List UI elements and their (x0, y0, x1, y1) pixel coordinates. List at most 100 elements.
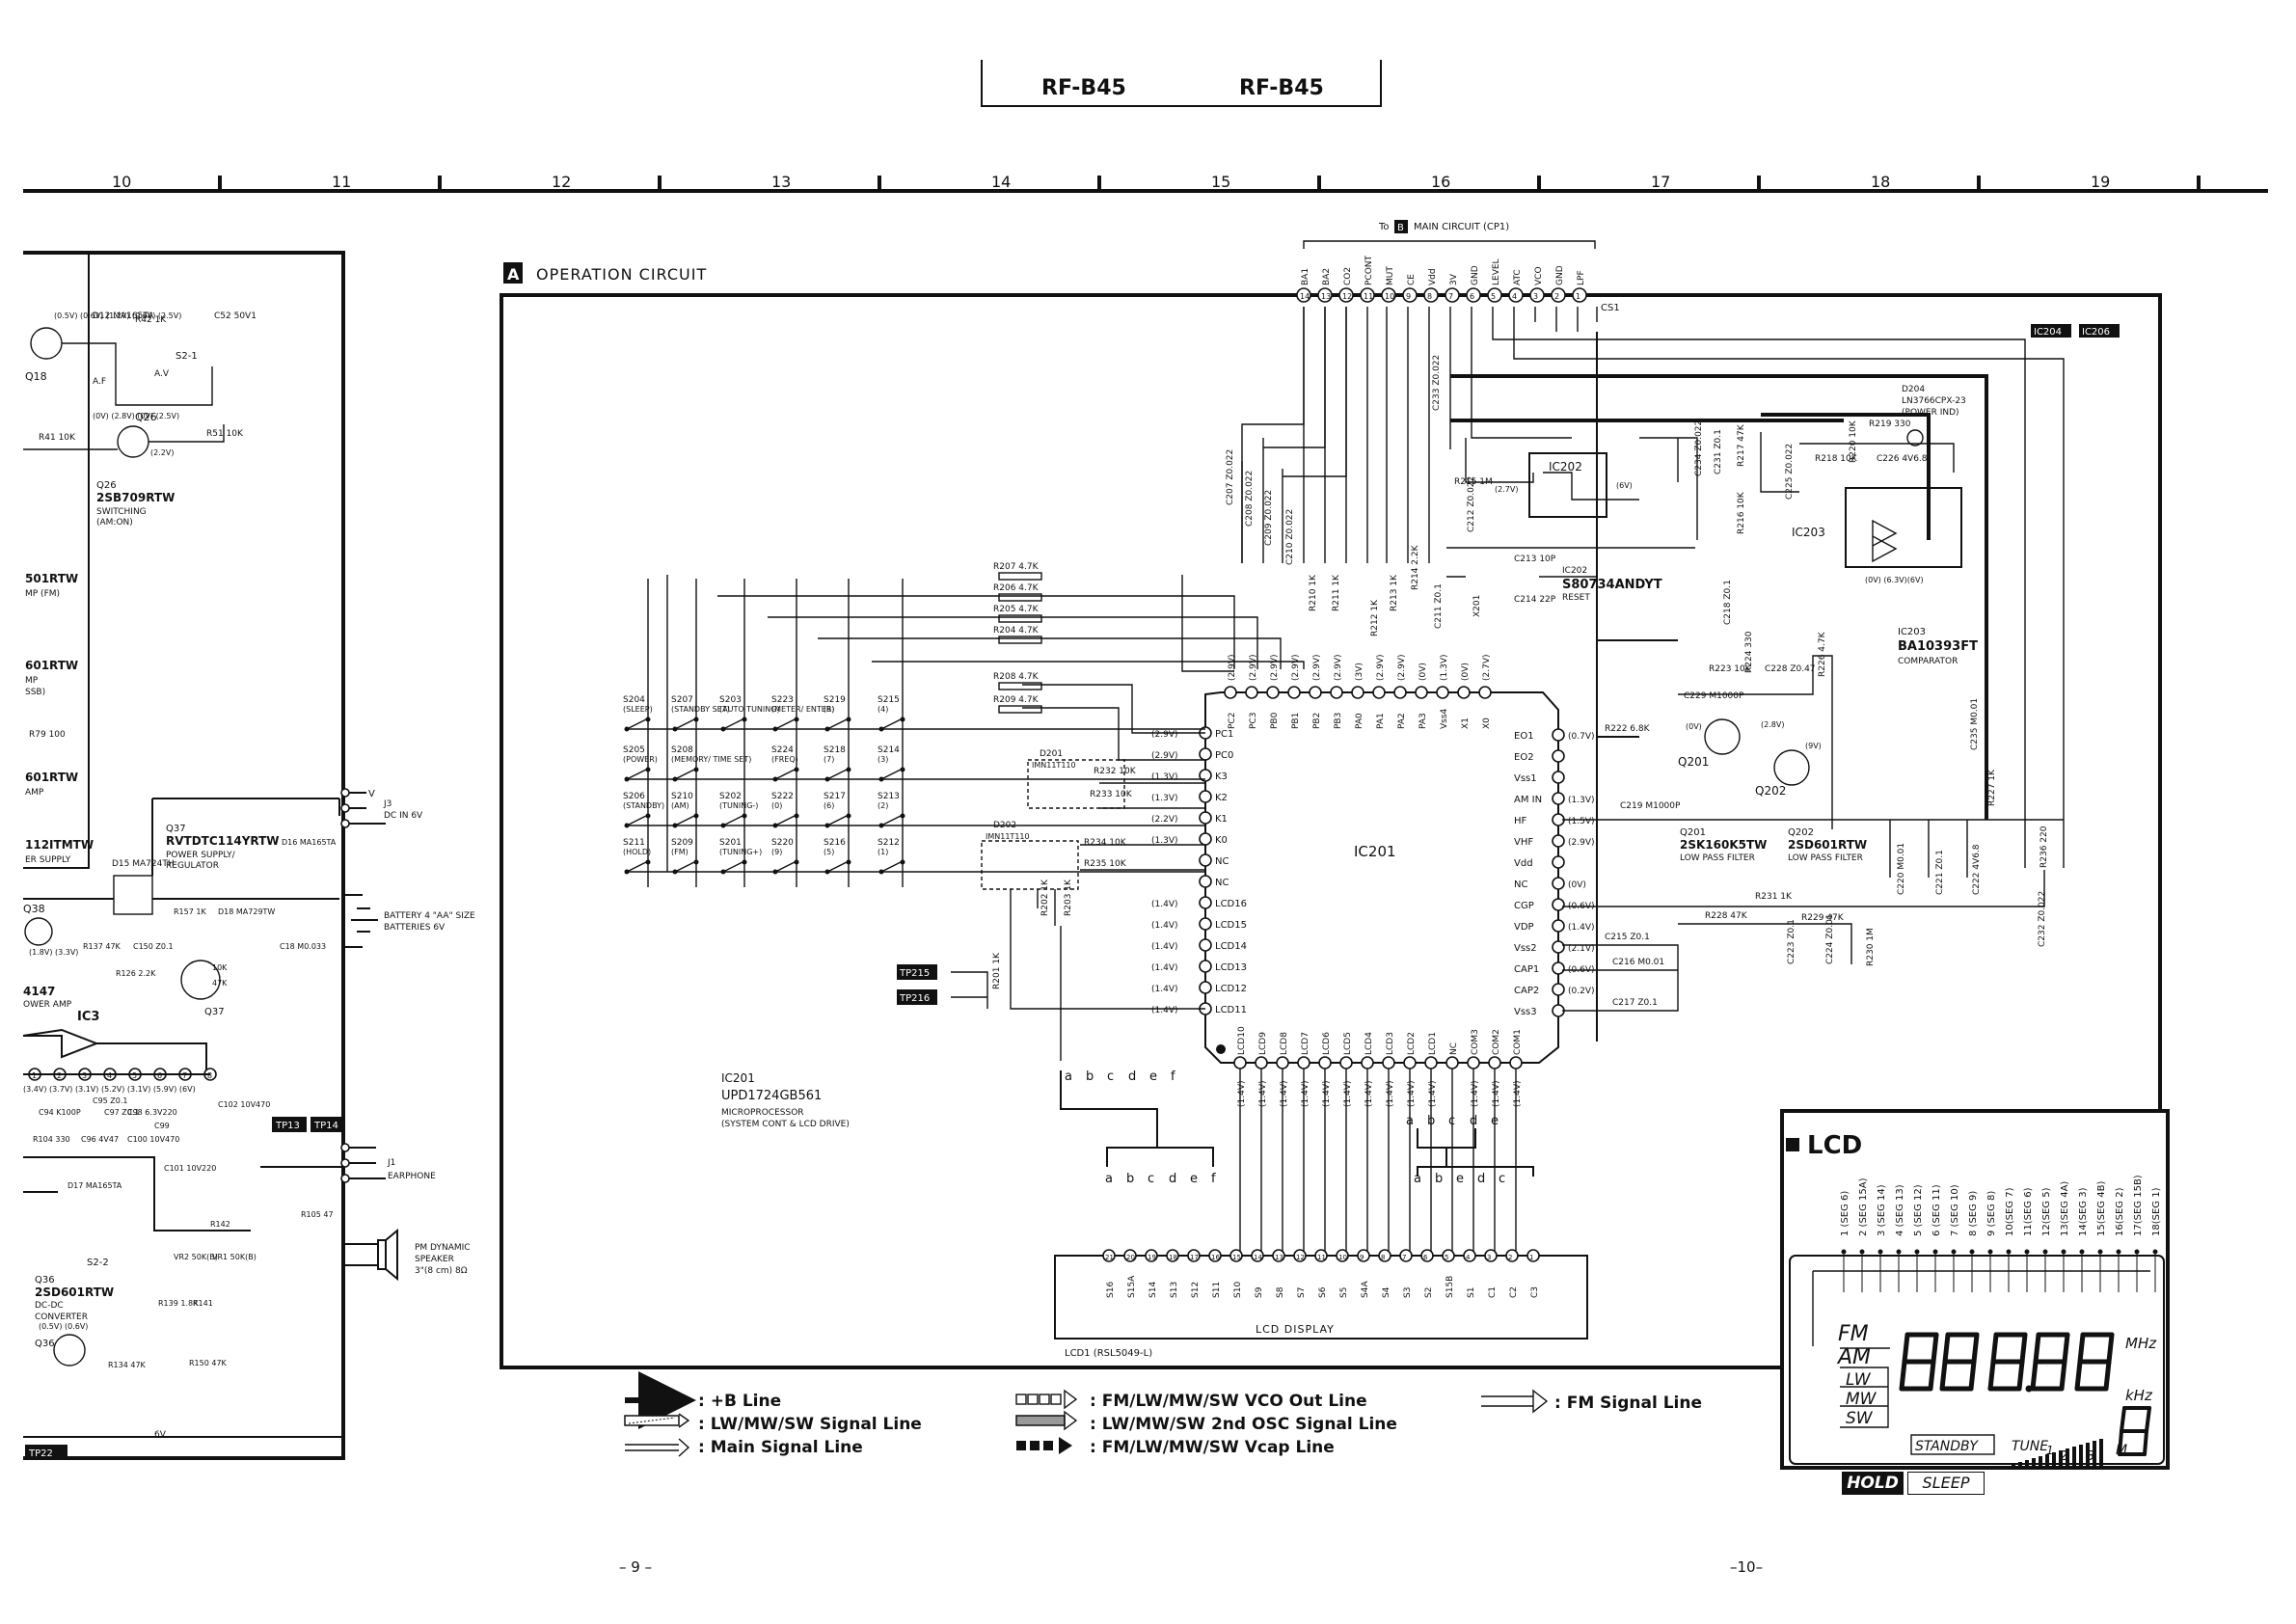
label-ic206: IC206 (2082, 327, 2110, 338)
label-ic203-part: BA10393FT (1898, 639, 1978, 654)
label-cs1: CS1 (1601, 303, 1620, 313)
lcd-segment-dot (2006, 1249, 2012, 1255)
lcd-segment-label: 1 (SEG 6) (1840, 1191, 1850, 1236)
ic201-pin-bottom (1361, 1056, 1374, 1069)
lcd-segment-dot (1841, 1249, 1847, 1255)
ic201-pin-right-label: CAP1 (1514, 964, 1539, 975)
ic201-pin-top (1372, 686, 1386, 699)
ic201-pin-right (1552, 877, 1565, 890)
label-q202-name: Q202 (1788, 827, 1814, 838)
connector-bus-lines (1241, 307, 2065, 1042)
lcd-tuning-bar (2039, 1456, 2042, 1470)
ic201-volt-top: (2.9V) (1334, 655, 1343, 682)
lcd-digit-segment (1899, 1359, 1907, 1392)
label-r212: R212 1K (1370, 599, 1380, 636)
lcd-display-pin-number: 4 (1466, 1254, 1471, 1261)
switch-symbol (722, 861, 743, 873)
switch-function-label: (HOLD) (623, 848, 651, 856)
lcd-display-pin (1123, 1249, 1137, 1262)
label-q36b: Q36 (35, 1339, 55, 1349)
lcd-digit-segment (2074, 1359, 2083, 1392)
led-d204-symbol (1906, 429, 1924, 447)
switch-label: S220 (771, 838, 794, 848)
lcd-mw: MW (1846, 1390, 1877, 1409)
ic201-pin-bottom (1382, 1056, 1395, 1069)
switch-function-label: (TUNING-) (719, 801, 758, 810)
connector-pin-number: 5 (1491, 292, 1496, 301)
lcd-display-pin-label: S10 (1233, 1282, 1243, 1298)
ic201-volt-left: (2.9V) (1151, 751, 1178, 761)
lcd-display-pin-number: 8 (1381, 1254, 1385, 1261)
lcd-tuning-bar (2018, 1462, 2022, 1470)
lcd-display-pin-number: 18 (1169, 1254, 1177, 1261)
switch-label: S210 (671, 792, 693, 801)
lcd-panel-bullet (1786, 1138, 1799, 1151)
bus-letter-ic201-right: e (1491, 1114, 1499, 1128)
resistor-symbol (998, 572, 1042, 581)
label-r202: R202 1K (1040, 879, 1050, 916)
connector-pin-number: 1 (1576, 292, 1580, 301)
label-c232: C232 Z0.022 (2038, 891, 2047, 947)
label-s22: S2-2 (87, 1258, 109, 1268)
lcd-display-pin (1272, 1249, 1285, 1262)
ic201-pin-left-label: NC (1215, 878, 1229, 888)
label-c218: C218 Z0.1 (1723, 580, 1733, 625)
ic201-pin-top (1415, 686, 1428, 699)
lcd-segment-dot (1877, 1249, 1883, 1255)
lcd-standby: STANDBY (1915, 1439, 1979, 1454)
ic201-pin-bottom-label: COM2 (1492, 1029, 1501, 1055)
ic201-pin-top (1224, 686, 1237, 699)
label-c100: C100 10V470 (127, 1135, 179, 1144)
label-q202-part: 2SD601RTW (1788, 838, 1867, 852)
lcd-display-pin-number: 7 (1402, 1254, 1406, 1261)
ic201-pin-left-label: K2 (1215, 793, 1228, 803)
ic201-volt-left: (1.3V) (1151, 794, 1178, 803)
lcd-fm: FM (1838, 1322, 1869, 1346)
switch-function-label: (AM) (671, 801, 689, 810)
resistor-label: R209 4.7K (993, 695, 1040, 705)
lcd-digit-segment (1971, 1332, 1980, 1365)
switch-function-label: (STANDBY SET) (671, 705, 730, 714)
ic201-pin-right-label: CGP (1514, 901, 1534, 911)
ic201-pin-left (1199, 960, 1212, 973)
lcd-segment-label: 12(SEG 5) (2041, 1187, 2052, 1236)
switch-label: S222 (771, 792, 794, 801)
label-r210: R210 1K (1309, 574, 1318, 611)
legend-vcap-swatch (1016, 1437, 1072, 1454)
switch-function-label: (FM) (671, 848, 689, 856)
connector-pin-label: MUT (1386, 266, 1395, 285)
bus-letter-lcd-right: b (1435, 1172, 1443, 1186)
lcd-digit-segment (1968, 1359, 1977, 1392)
ic201-pin-bottom-label: LCD4 (1364, 1032, 1374, 1055)
ic201-pin-right-label: VDP (1514, 922, 1534, 933)
label-q26-type: 2SB709RTW (96, 491, 175, 504)
ic201-pin-right (1552, 771, 1565, 784)
ruler-col-10: 10 (112, 173, 131, 191)
ic201-pin-bottom-label: LCD10 (1237, 1026, 1247, 1055)
lcd-digit-segment (1942, 1332, 1951, 1365)
label-501rtw-b: MP (FM) (25, 589, 60, 599)
label-battery2: BATTERIES 6V (384, 923, 446, 933)
label-c219: C219 M1000P (1620, 801, 1681, 811)
ic201-pin-left-label: K0 (1215, 835, 1228, 846)
switch-function-label: (AUTO TUNING) (719, 705, 780, 714)
lcd-display-pin-number: 6 (1423, 1254, 1428, 1261)
label-ic3: IC3 (77, 1010, 99, 1024)
label-r214: R214 2.2K (1411, 544, 1420, 590)
connector-pin (1296, 287, 1311, 303)
component-labels: C207 Z0.022 C208 Z0.022 C209 Z0.022 C210… (1226, 355, 2064, 1012)
ic201-pin-bottom (1509, 1056, 1523, 1069)
ic201-volt-top: (2.9V) (1397, 655, 1407, 682)
ic201-pin-top-label: PC3 (1249, 713, 1258, 729)
ic201-pin-top (1478, 686, 1492, 699)
label-112itmtw: 112ITMTW (25, 838, 94, 852)
ic201-volt-left: (1.4V) (1151, 921, 1178, 931)
lcd-display-pin-number: 20 (1126, 1254, 1135, 1261)
label-j3-desc: DC IN 6V (384, 811, 423, 821)
lcd-display-pin (1314, 1249, 1328, 1262)
ic201-pin-right (1552, 728, 1565, 742)
switch-label: S216 (824, 838, 846, 848)
connector-pin-number: 13 (1321, 292, 1331, 301)
label-r230: R230 1M (1866, 928, 1876, 966)
power-io-section: V J3 DC IN 6V BATTERY 4 "AA" SIZE BATTER… (260, 788, 475, 1282)
